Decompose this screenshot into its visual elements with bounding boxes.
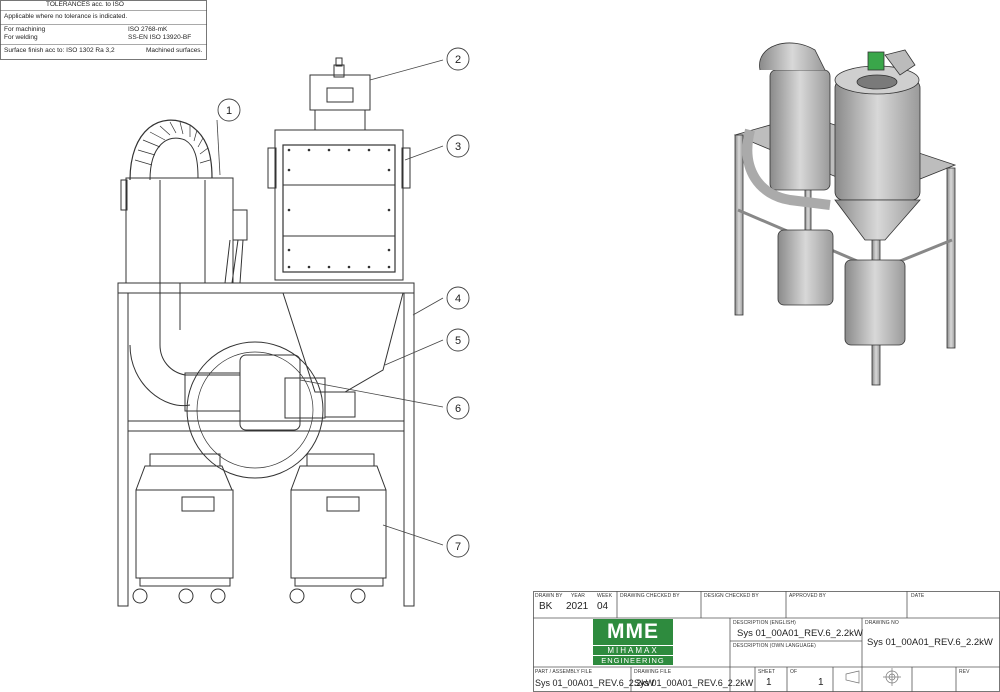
surface-finish-value: Machined surfaces. [146,47,203,54]
design-checked-label: DESIGN CHECKED BY [704,593,759,599]
drawing-file: Sys 01_00A01_REV.6_2.2kW [634,678,754,688]
top-motor [309,74,371,111]
rev-label: REV [959,669,970,675]
date-label: DATE [911,593,925,599]
drawing-file-label: DRAWING FILE [634,669,672,675]
bin-left [132,453,234,604]
balloon-3-circle [446,134,470,158]
isometric-view [733,42,957,386]
frame-right-leg [403,292,415,607]
company-logo: MME MIHAMAX ENGINEERING [593,619,673,665]
balloon-7-circle [446,534,470,558]
year: 2021 [566,601,589,612]
balloon-2: 2 [455,54,461,66]
drawing-checked-label: DRAWING CHECKED BY [620,593,680,599]
balloon-3: 3 [455,141,461,153]
front-view-drawing: 1 2 3 4 5 6 7 [117,47,470,607]
machining-label: For machining [4,26,46,33]
top-motor-base [314,109,366,131]
part-file-label: PART / ASSEMBLY FILE [535,669,593,675]
balloon-5-circle [446,328,470,352]
logo-mark: MME [593,619,673,645]
balloon-4-circle [446,286,470,310]
of-label: OF [790,669,798,675]
balloon-6: 6 [455,403,461,415]
surface-finish-label: Surface finish acc to: ISO 1302 Ra 3,2 [4,47,115,54]
year-label: YEAR [571,593,586,599]
logo-line1: MIHAMAX [593,646,673,655]
frame-left-leg [117,292,129,607]
desc-own-label: DESCRIPTION (OWN LANGUAGE) [733,643,816,649]
week-label: WEEK [597,593,613,599]
cyclone-body [125,177,234,284]
of: 1 [818,677,824,688]
welding-value: SS-EN ISO 13920-BF [128,34,192,41]
drawing-no-label: DRAWING NO [865,620,899,626]
tolerance-header: TOLERANCES acc. to ISO [46,1,124,8]
drawn-by-label: DRAWN BY [535,593,563,599]
tolerance-applicable: Applicable where no tolerance is indicat… [4,13,128,20]
balloon-5: 5 [455,335,461,347]
desc-english-label: DESCRIPTION (ENGLISH) [733,620,796,626]
part-file: Sys 01_00A01_REV.6_2.2kW [535,678,655,688]
filter-housing [274,129,404,281]
projection-symbol-icon [845,668,901,686]
balloon-2-circle [446,47,470,71]
hopper [282,292,404,393]
drawing-no: Sys 01_00A01_REV.6_2.2kW [867,637,993,648]
balloon-7: 7 [455,541,461,553]
balloon-1: 1 [226,105,232,117]
balloon-4: 4 [455,293,461,305]
machining-value: ISO 2768-mK [128,26,168,33]
title-block: DRAWN BY BK YEAR 2021 WEEK 04 DRAWING CH… [533,591,1000,692]
drawn-by: BK [539,601,553,612]
logo-line2: ENGINEERING [593,656,673,665]
approved-label: APPROVED BY [789,593,826,599]
balloon-1-circle [217,98,241,122]
bin-right [289,453,387,604]
sheet-label: SHEET [758,669,776,675]
tolerance-grid [0,0,207,60]
welding-label: For welding [4,34,38,41]
fan-housing [186,341,324,479]
frame-top-rail [117,282,415,294]
desc-english: Sys 01_00A01_REV.6_2.2kW [737,628,863,639]
balloon-6-circle [446,396,470,420]
week: 04 [597,601,609,612]
tolerance-block: TOLERANCES acc. to ISO Applicable where … [0,0,207,60]
sheet: 1 [766,677,772,688]
